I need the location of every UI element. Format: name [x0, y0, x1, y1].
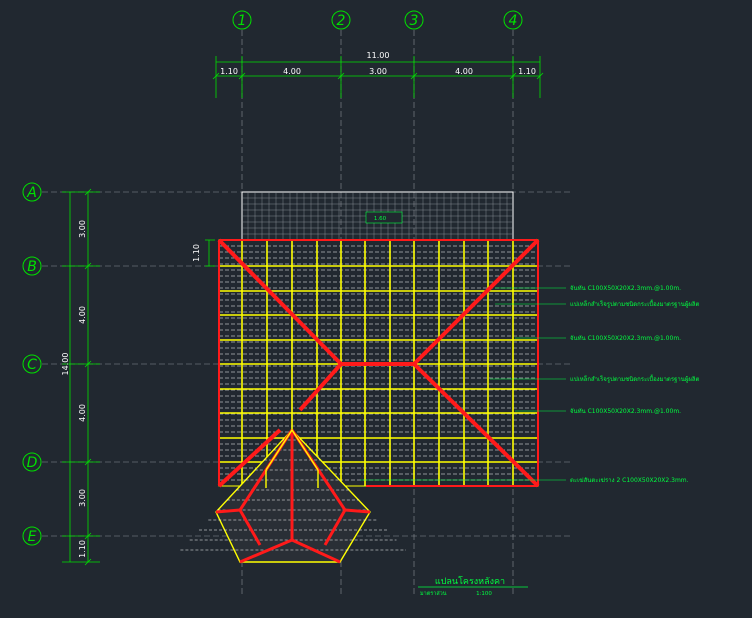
grid-bubble-3: 3: [404, 10, 424, 30]
grid-label-row-D: D: [27, 455, 38, 471]
grid-label-row-B: B: [27, 259, 37, 275]
dim-left-seg-4: 3.00: [78, 489, 87, 507]
dim-tick-vert: [84, 458, 92, 466]
scale-label: มาตราส่วน: [420, 590, 447, 597]
hip-rafter: [217, 238, 343, 366]
note-purlin-1: แปเหล็กสำเร็จรูปตามชนิดกระเบื้องมาตรฐานผ…: [570, 298, 700, 308]
dim-left-seg-2: 4.00: [78, 306, 87, 324]
grid-bubble-D: D: [22, 452, 42, 472]
dim-overall-width: 11.00: [367, 51, 390, 60]
note-purlin-2: แปเหล็กสำเร็จรูปตามชนิดกระเบื้องมาตรฐานผ…: [570, 373, 700, 383]
dim-left-seg-3: 4.00: [78, 404, 87, 422]
drawing-title: แปลนโครงหลังคา: [435, 576, 505, 587]
dim-left-seg-1: 3.00: [78, 220, 87, 238]
hip-rafters: [217, 238, 540, 488]
grid-label-col-3: 3: [410, 13, 419, 29]
dimension-lines: [62, 56, 544, 566]
front-hip-rafter: [238, 509, 262, 546]
dim-overhang: 1.10: [192, 244, 201, 262]
grid-label-col-2: 2: [337, 13, 346, 29]
grid-bubble-A: A: [22, 182, 42, 202]
front-rafter: [265, 429, 293, 471]
purlins: [219, 245, 538, 481]
note-rafter-3: จันทัน C100X50X20X2.3mm.@1.00m.: [570, 408, 681, 415]
dim-overall-height: 14.00: [61, 353, 70, 376]
front-rafter: [291, 429, 319, 471]
hip-rafter: [412, 362, 540, 488]
dim-tick: [509, 72, 517, 80]
grid-label-col-1: 1: [238, 13, 247, 29]
dim-tick: [238, 72, 246, 80]
grid-label-row-C: C: [27, 357, 37, 373]
grid-bubble-C: C: [22, 354, 42, 374]
dim-tick-vert: [84, 262, 92, 270]
hip-rafter: [217, 428, 282, 488]
dim-tick-vert: [84, 558, 92, 566]
front-hip-roof: [180, 428, 406, 564]
grid-bubble-1: 1: [232, 10, 252, 30]
dim-top-seg-5: 1.10: [518, 67, 536, 76]
grid-label-row-E: E: [28, 529, 37, 545]
dim-tick-vert: [84, 360, 92, 368]
front-hip-rafter: [344, 508, 371, 514]
grid-bubble-E: E: [22, 526, 42, 546]
dim-top-seg-4: 4.00: [455, 67, 473, 76]
scale-value: 1:100: [476, 591, 492, 597]
note-leaders: [360, 287, 566, 481]
grid-bubble-4: 4: [503, 10, 523, 30]
note-hip-valley: ตะเฆ่สันตะเฆ่ราง 2 C100X50X20X2.3mm.: [570, 477, 689, 484]
dim-top-seg-2: 4.00: [283, 67, 301, 76]
dim-left-seg-5: 1.10: [78, 540, 87, 558]
slab-label-text: 1.60: [374, 216, 387, 222]
grid-label-row-A: A: [26, 185, 37, 201]
front-hip-rafter: [291, 538, 341, 564]
note-rafter-2: จันทัน C100X50X20X2.3mm.@1.00m.: [570, 335, 681, 342]
dim-tick: [212, 72, 220, 80]
dim-tick-vert: [84, 532, 92, 540]
grid-label-col-4: 4: [509, 13, 518, 29]
front-hip-rafter: [239, 538, 293, 564]
front-hip-rafter: [215, 508, 241, 514]
grid-bubble-B: B: [22, 256, 42, 276]
dim-tick: [410, 72, 418, 80]
dim-tick: [536, 72, 544, 80]
dim-tick-vert: [84, 188, 92, 196]
dim-top-seg-1: 1.10: [220, 67, 238, 76]
note-rafter-1: จันทัน C100X50X20X2.3mm.@1.00m.: [570, 285, 681, 292]
dim-top-seg-3: 3.00: [369, 67, 387, 76]
title-block: แปลนโครงหลังคา มาตราส่วน 1:100: [418, 576, 528, 597]
grid-bubble-2: 2: [331, 10, 351, 30]
slab-label: 1.60: [365, 211, 403, 224]
dim-tick: [337, 72, 345, 80]
front-hip-rafter: [323, 509, 347, 546]
hip-rafter: [412, 238, 540, 366]
hip-rafter: [298, 362, 343, 412]
